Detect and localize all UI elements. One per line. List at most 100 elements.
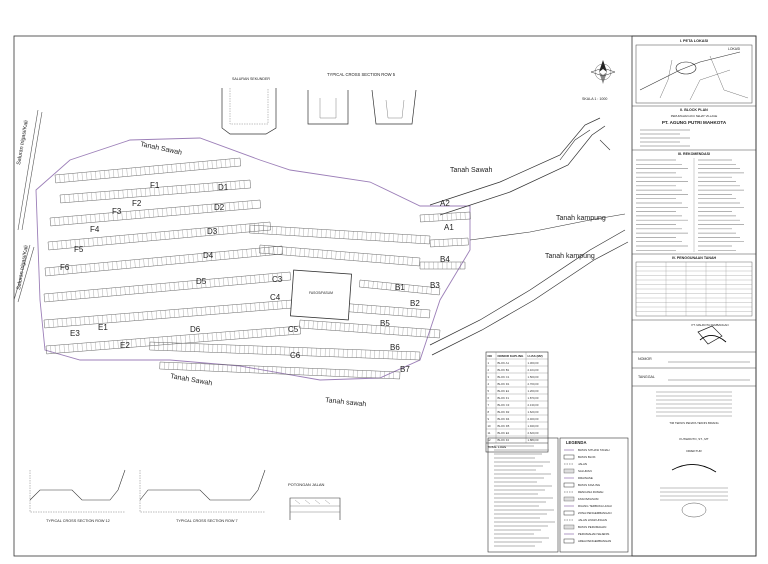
parcel-lot (108, 341, 110, 350)
parcel-lot (353, 323, 355, 332)
nomor-label: NOMOR (638, 357, 652, 361)
parcel-lot (126, 211, 128, 220)
parcel-lot (393, 255, 395, 264)
parcel-lot (232, 304, 234, 313)
parcel-lot (424, 328, 426, 337)
parcel-lot (158, 337, 159, 346)
parcel-lot (222, 226, 224, 235)
parcel-lot (85, 214, 87, 223)
parcel-lot (157, 208, 159, 217)
parcel-lot (166, 207, 168, 216)
parcel-lot (397, 307, 399, 316)
parcel-lot (68, 173, 70, 182)
parcel-lot (202, 161, 204, 170)
parcel-lot (206, 204, 208, 213)
parcel-lot (407, 257, 409, 266)
parcel-lot (411, 308, 413, 317)
block-label: B3 (430, 281, 440, 290)
parcel-lot (272, 273, 274, 282)
parcel-lot (250, 248, 253, 257)
legend-item-label: JALAN (578, 462, 587, 466)
block-label: F3 (112, 207, 122, 216)
parcel-lot (102, 288, 104, 297)
area-table-cell: 3 (488, 375, 490, 379)
label-tanah-sawah-top: Tanah Sawah (140, 141, 183, 157)
parcel-lot (145, 188, 147, 197)
parcel-lot (48, 319, 50, 328)
parcel-lot (86, 192, 88, 201)
parcel-lot (389, 255, 391, 264)
parcel-lot (49, 267, 51, 276)
parcel-lot (70, 291, 72, 300)
parcel-lot (251, 200, 253, 209)
parcel-lot (75, 291, 77, 300)
parcel-lot (144, 209, 145, 218)
parcel-lot (214, 278, 216, 287)
section-drawing-3 (371, 89, 417, 125)
parcel-lot (265, 328, 267, 337)
parcel-lot (215, 252, 217, 261)
parcel-lot (240, 224, 242, 233)
parcel-lot (258, 274, 261, 283)
parcel-lot (85, 264, 87, 273)
legend-item-label: BATAS KAVLING (578, 483, 601, 487)
parcel-lot (115, 235, 117, 244)
parcel-lot (148, 166, 150, 175)
parcel-lot (393, 326, 395, 335)
area-table-cell: BLOK F1 (498, 396, 510, 400)
label-saluran-1: Saluran Irigasi/Kali (16, 120, 30, 165)
area-table-cell: 1.940,00 (528, 424, 539, 428)
parcel-lot (112, 212, 114, 221)
parcel-lot (157, 165, 159, 174)
section-drawing-2 (307, 90, 349, 125)
parcel-lot (227, 225, 229, 234)
parcel-lot (256, 329, 258, 338)
parcel-lot (71, 265, 73, 274)
parcel-lot (225, 159, 227, 168)
parcel-lot (144, 166, 146, 175)
parcel-lot (205, 279, 207, 288)
parcel-lot (353, 252, 355, 261)
parcel-lot (97, 289, 99, 298)
legend-symbol (563, 496, 575, 502)
parcel-lot (70, 239, 72, 248)
parcel-lot (403, 284, 405, 292)
parcel-lot (295, 247, 297, 256)
parcel-lot (81, 343, 83, 352)
block-label: D1 (218, 183, 229, 192)
cross-sections-bottom: TYPICAL CROSS SECTION ROW 12 TYPICAL CRO… (29, 469, 341, 523)
parcel-lot (144, 338, 146, 347)
parcel-lot (72, 216, 74, 225)
legend-item-label: ZONA PENGEMBANGAN (578, 511, 611, 515)
parcel-lot (112, 261, 114, 270)
parcel-lot (164, 283, 166, 292)
parcel-lot (129, 286, 131, 295)
parcel-lot (245, 275, 247, 284)
parcel-lot (76, 265, 78, 274)
parcel-lot (57, 318, 59, 327)
parcel-lot (94, 214, 96, 223)
bottom-section-2-label: TYPICAL CROSS SECTION ROW 7 (176, 519, 238, 523)
parcel-lot (353, 304, 354, 313)
parcel-lot (283, 327, 285, 336)
parcel-lot (73, 193, 75, 202)
parcel-lot (220, 203, 222, 212)
parcel-lot (426, 286, 428, 294)
parcel-lot (363, 280, 365, 288)
parcel-lot (377, 281, 379, 289)
parcel-lot (170, 207, 172, 216)
parcel-lot (229, 331, 231, 340)
parcel-lot (131, 189, 133, 198)
parcel-lot (99, 213, 101, 222)
parcel-lot (362, 253, 364, 262)
parcel-lot (135, 338, 137, 347)
north-arrow-icon (599, 60, 607, 72)
parcel-lot (223, 277, 225, 286)
parcel-lot (357, 324, 359, 333)
parcel-lot (172, 186, 173, 195)
parcel-lot (77, 193, 79, 202)
parcel-lot (178, 309, 180, 318)
parcel-lot (163, 186, 164, 195)
parcel-lot (276, 273, 278, 282)
parcel-lot (142, 312, 144, 321)
